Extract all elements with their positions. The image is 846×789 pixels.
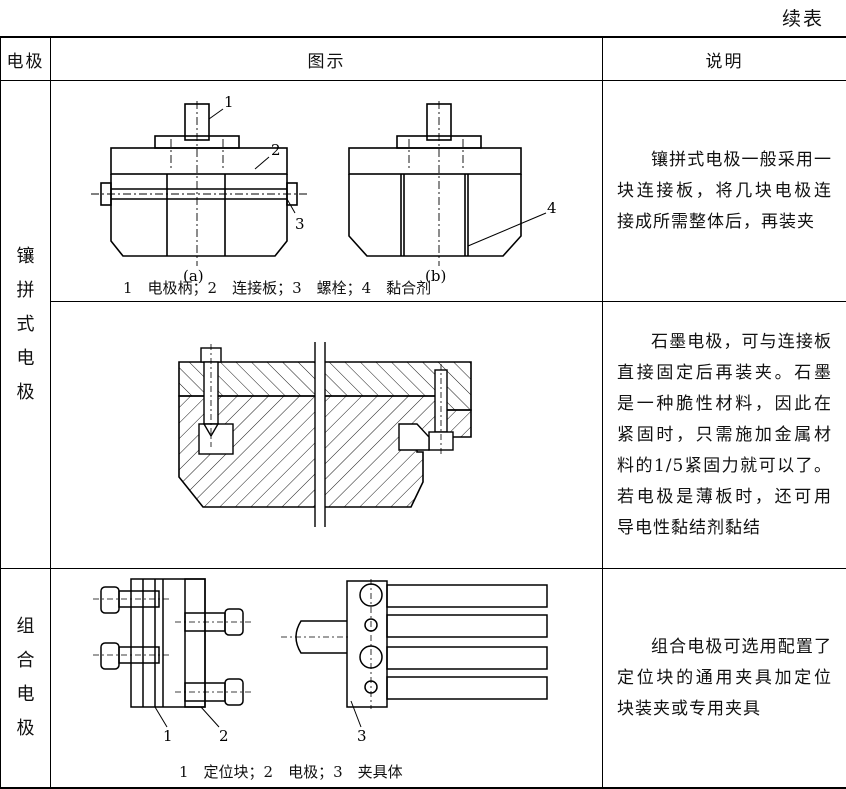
electrode-type-mosaic: 镶拼式电极 (1, 81, 51, 569)
description-cell: 组合电极可选用配置了定位块的通用夹具加定位块装夹或专用夹具 (603, 569, 846, 789)
electrode-type-combined: 组合电极 (1, 569, 51, 789)
combined-electrode-drawing: 1 2 3 (51, 569, 603, 787)
electrode-type-label: 镶拼式电极 (15, 240, 37, 410)
graphite-electrode-drawing (51, 302, 603, 568)
continued-table-label: 续表 (782, 4, 824, 31)
figure-mosaic-electrode: 1 2 3 4 (a) (b) 1 电极柄；2 连接板；3 螺栓；4 黏合剂 (51, 81, 603, 302)
electrode-clamping-table: 电极 图示 说明 镶拼式电极 (0, 36, 846, 789)
figure-label-3: 3 (295, 215, 305, 233)
table-header-row: 电极 图示 说明 (1, 37, 846, 81)
description-text: 镶拼式电极一般采用一块连接板，将几块电极连接成所需整体后，再装夹 (617, 145, 832, 238)
figure-label-1: 1 (163, 727, 173, 745)
figure-caption: 1 定位块；2 电极；3 夹具体 (179, 761, 403, 782)
figure-label-1: 1 (224, 93, 234, 111)
figure-label-2: 2 (219, 727, 229, 745)
table-row-mosaic-a: 镶拼式电极 (1, 81, 846, 302)
description-text: 组合电极可选用配置了定位块的通用夹具加定位块装夹或专用夹具 (617, 632, 832, 725)
figure-label-4: 4 (547, 199, 557, 217)
header-electrode: 电极 (1, 37, 51, 81)
header-description: 说明 (603, 37, 846, 81)
electrode-type-label: 组合电极 (15, 610, 37, 746)
description-cell: 镶拼式电极一般采用一块连接板，将几块电极连接成所需整体后，再装夹 (603, 81, 846, 302)
figure-combined-electrode: 1 2 3 1 定位块；2 电极；3 夹具体 (51, 569, 603, 789)
description-text: 石墨电极，可与连接板直接固定后再装夹。石墨是一种脆性材料，因此在紧固时，只需施加… (617, 327, 832, 544)
header-figure: 图示 (51, 37, 603, 81)
mosaic-electrode-drawing: 1 2 3 4 (a) (b) (51, 81, 603, 301)
table-row-mosaic-b: 石墨电极，可与连接板直接固定后再装夹。石墨是一种脆性材料，因此在紧固时，只需施加… (1, 302, 846, 569)
figure-label-2: 2 (271, 141, 281, 159)
table-row-combined: 组合电极 (1, 569, 846, 789)
figure-caption: 1 电极柄；2 连接板；3 螺栓；4 黏合剂 (123, 277, 431, 298)
figure-label-3: 3 (357, 727, 367, 745)
description-cell: 石墨电极，可与连接板直接固定后再装夹。石墨是一种脆性材料，因此在紧固时，只需施加… (603, 302, 846, 569)
figure-graphite-electrode (51, 302, 603, 569)
